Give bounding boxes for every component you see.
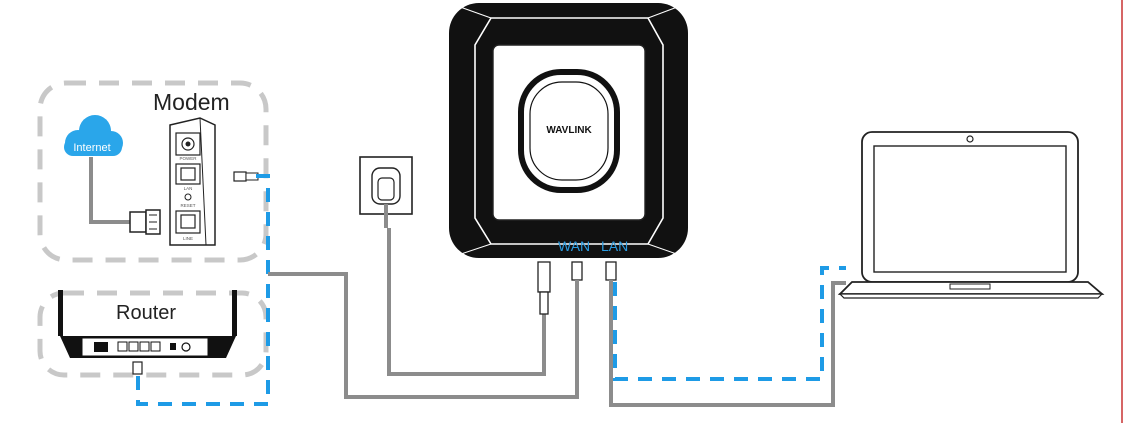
modem-label: Modem bbox=[153, 89, 230, 115]
brand-logo: WAVLINK bbox=[546, 125, 592, 136]
ethernet-plug-icon bbox=[233, 171, 259, 182]
router-label: Router bbox=[116, 302, 176, 324]
modem-port-reset-label: RESET bbox=[180, 203, 195, 208]
power-cable bbox=[384, 204, 546, 376]
internet-cable bbox=[89, 157, 142, 224]
cloud-icon: Internet bbox=[64, 115, 123, 156]
lan-port-label: LAN bbox=[601, 238, 628, 254]
power-plug-icon bbox=[537, 261, 551, 315]
ethernet-plug-icon bbox=[571, 261, 583, 281]
ethernet-cable-modem-router bbox=[136, 174, 270, 406]
internet-label: Internet bbox=[73, 142, 110, 154]
modem-port-power-label: POWER bbox=[179, 156, 197, 161]
access-point-icon: WAVLINK bbox=[448, 2, 689, 259]
modem-port-lan-label: LAN bbox=[184, 186, 193, 191]
lan-cable bbox=[609, 280, 846, 407]
ethernet-plug-icon bbox=[129, 209, 161, 235]
wan-port-label: WAN bbox=[558, 238, 590, 254]
laptop-icon bbox=[837, 131, 1105, 299]
modem-port-line-label: LINE bbox=[183, 236, 193, 241]
modem-icon: POWER LAN RESET LINE bbox=[169, 117, 216, 246]
wan-cable bbox=[268, 272, 579, 399]
modem-group-border bbox=[37, 80, 269, 263]
ethernet-cable-ap-laptop bbox=[613, 266, 846, 381]
ethernet-plug-icon bbox=[132, 361, 143, 375]
router-icon bbox=[58, 290, 237, 358]
ethernet-plug-icon bbox=[605, 261, 617, 281]
